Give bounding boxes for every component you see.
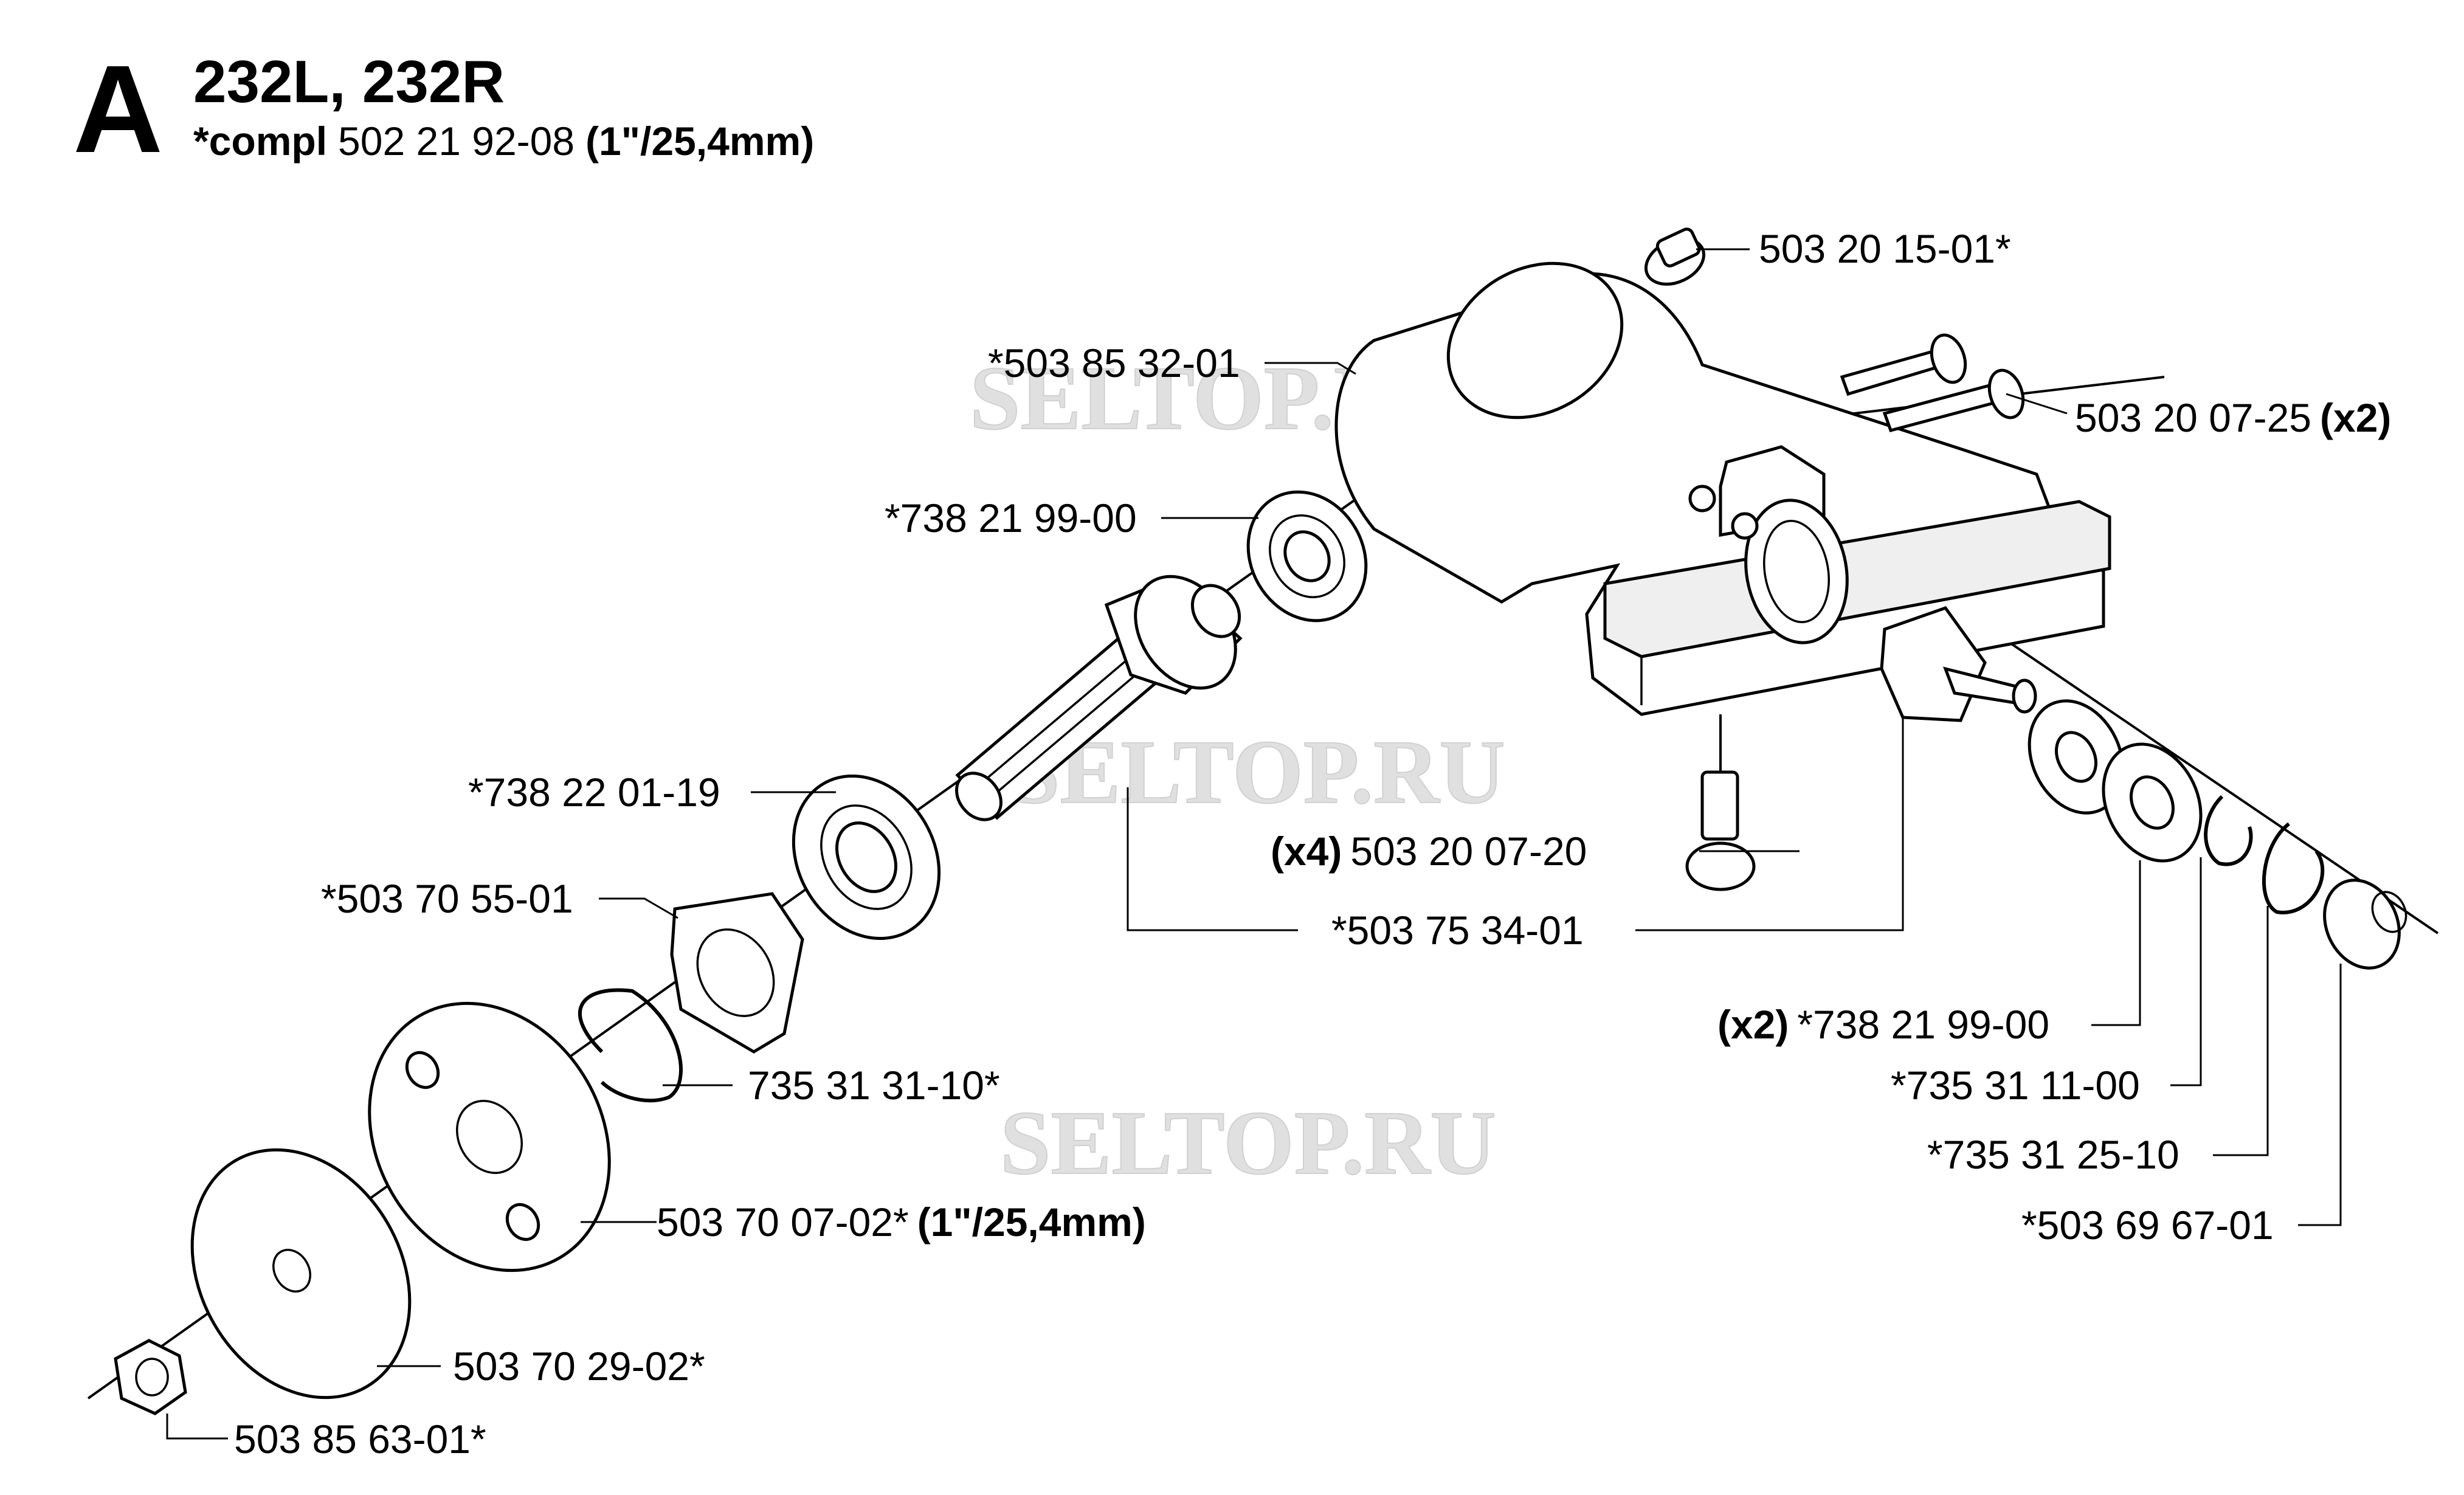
label-circlip-right-1: *735 31 11-00: [1891, 1063, 2140, 1108]
label-gear-housing: *503 85 32-01: [988, 340, 1240, 385]
drive-disc: [368, 1001, 611, 1272]
plug-screw-top: [1644, 227, 1706, 286]
label-nut: 503 85 63-01*: [234, 1417, 486, 1462]
label-circlip-right-2: *735 31 25-10: [1927, 1132, 2179, 1177]
lock-washer: [670, 892, 804, 1054]
clamp-screws: [1840, 333, 2025, 433]
label-end-cap: *503 69 67-01: [2021, 1203, 2274, 1248]
bearing-upper: [1246, 490, 1368, 623]
label-lock-washer: *503 70 55-01: [321, 876, 573, 921]
gear-housing: [1334, 261, 2111, 716]
label-circlip: 735 31 31-10*: [748, 1063, 1000, 1108]
compl-prefix: *compl: [193, 119, 327, 164]
watermark-3: SELTOP.RU: [1000, 1093, 1496, 1193]
label-seal-ring: *738 22 01-19: [468, 770, 720, 815]
seal-ring: [792, 774, 941, 941]
end-cap: [2323, 879, 2407, 970]
label-drive-disc: 503 70 07-02*(1"/25,4mm): [657, 1200, 1146, 1245]
compl-size: (1"/25,4mm): [585, 119, 814, 164]
label-bearings-right: (x2)*738 21 99-00: [1717, 1002, 2049, 1047]
bearings-right: [2027, 699, 2203, 863]
label-clamp-screws: 503 20 07-25(x2): [2075, 395, 2391, 440]
label-support-cup: 503 70 29-02*: [453, 1344, 705, 1389]
pinion-shaft: [955, 575, 1243, 821]
label-gear-set: *503 75 34-01: [1331, 908, 1584, 953]
label-bearing-upper: *738 21 99-00: [885, 495, 1137, 540]
section-letter: A: [73, 40, 163, 179]
circlip: [578, 988, 683, 1103]
screw-bottom: [1685, 770, 1756, 891]
support-cup: [190, 1148, 412, 1400]
circlips-right: [2204, 795, 2325, 914]
compl-number: 502 21 92-08: [338, 119, 575, 164]
leader-lines: [166, 248, 2342, 1440]
label-screw-bottom: (x4)503 20 07-20: [1271, 829, 1587, 874]
bevel-gear-output: [1880, 606, 2037, 722]
nut: [114, 1339, 187, 1415]
label-plug-screw: 503 20 15-01*: [1759, 226, 2011, 271]
model-title: 232L, 232R: [193, 48, 505, 115]
